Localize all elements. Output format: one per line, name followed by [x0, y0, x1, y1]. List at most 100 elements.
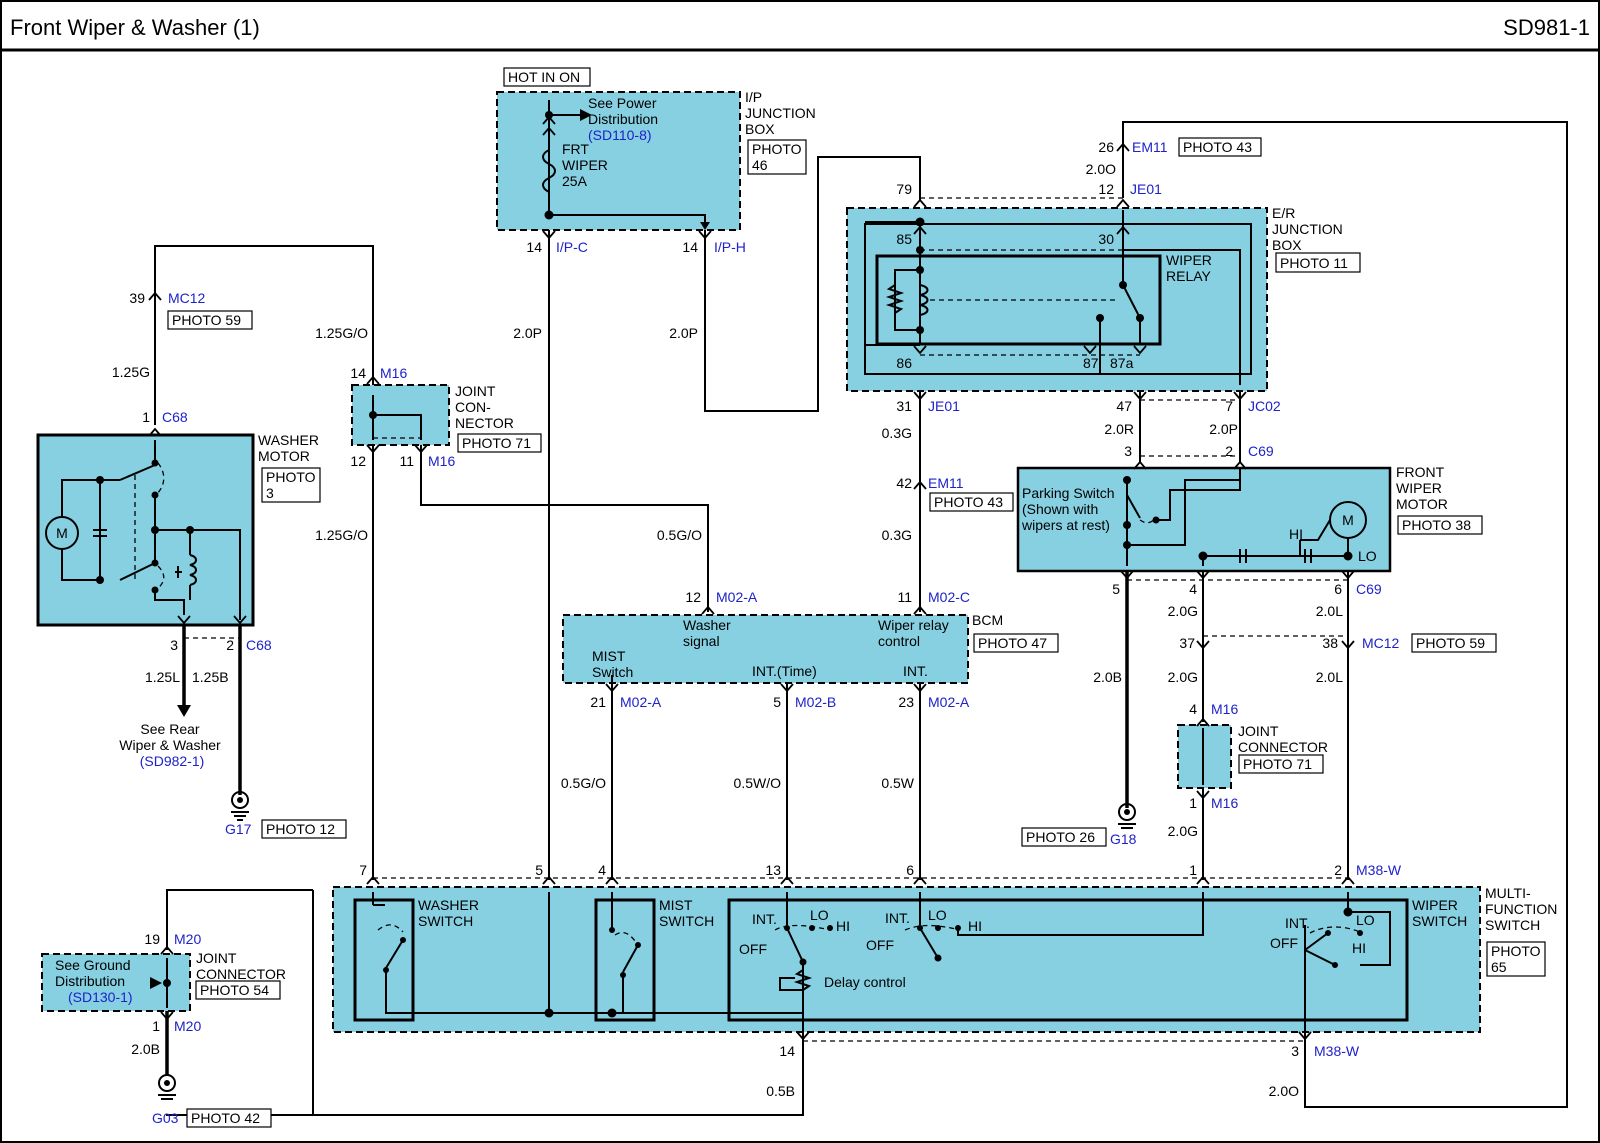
fwm-pin-37: 37 — [1179, 635, 1195, 651]
gj-see-3: (SD130-1) — [68, 989, 133, 1005]
er-wire-2p: 2.0P — [1209, 421, 1238, 437]
wiper-relay — [875, 254, 1162, 346]
wm-name-1: WASHER — [258, 432, 319, 448]
ip-see-power-ref: (SD110-8) — [588, 127, 652, 143]
bcm-m02a-c: M02-A — [928, 694, 970, 710]
gj-see-2: Distribution — [55, 973, 125, 989]
mfs-pin-14: 14 — [779, 1043, 795, 1059]
ground-g17: G17 — [225, 821, 252, 837]
page-title: Front Wiper & Washer (1) — [10, 15, 260, 40]
wm-c68: C68 — [162, 409, 188, 425]
wire-2p-b: 2.0P — [669, 325, 698, 341]
wm-c68-b: C68 — [246, 637, 272, 653]
gj-pin-19: 19 — [144, 931, 160, 947]
wm-pin-3: 3 — [170, 637, 178, 653]
jm16b-m16-b: M16 — [1211, 795, 1238, 811]
er-je01-b: JE01 — [928, 398, 960, 414]
er-pin-12: 12 — [1098, 181, 1114, 197]
wm-photo-1: PHOTO — [266, 469, 316, 485]
wiper-switch-1: WIPER — [1412, 897, 1458, 913]
photo-42: PHOTO 42 — [191, 1110, 260, 1126]
mist-switch-1: MIST — [659, 897, 693, 913]
mfs-pin-3: 3 — [1291, 1043, 1299, 1059]
bcm-washer-signal-2: signal — [683, 633, 720, 649]
fwm-lo: LO — [1358, 548, 1377, 564]
ip-see-power-1: See Power — [588, 95, 657, 111]
fwm-wire-2b: 2.0B — [1093, 669, 1122, 685]
er-je01: JE01 — [1130, 181, 1162, 197]
wm-wire-125g: 1.25G — [112, 364, 150, 380]
er-photo-43: PHOTO 43 — [1183, 139, 1252, 155]
wm-photo-2: 3 — [266, 485, 274, 501]
relay-name-2: RELAY — [1166, 268, 1212, 284]
wire-125go-b: 1.25G/O — [315, 527, 368, 543]
gj-pin-1: 1 — [152, 1018, 160, 1034]
ws1-lo: LO — [810, 907, 829, 923]
bcm-m02a-b: M02-A — [620, 694, 662, 710]
bcm-pin-12: 12 — [685, 589, 701, 605]
mfs-pin-7: 7 — [359, 862, 367, 878]
fwm-wire-2g: 2.0G — [1168, 603, 1198, 619]
washer-switch-2: SWITCH — [418, 913, 473, 929]
wire-2p-a: 2.0P — [513, 325, 542, 341]
mfs-pin-4: 4 — [598, 862, 606, 878]
bcm-washer-signal-1: Washer — [683, 617, 731, 633]
ws3-hi: HI — [1352, 940, 1366, 956]
ip-pin-14b: 14 — [682, 239, 698, 255]
multifunction-switch-box — [332, 886, 1481, 1033]
washer-switch-1: WASHER — [418, 897, 479, 913]
bcm-box — [562, 614, 969, 684]
wiper-switch-2: SWITCH — [1412, 913, 1467, 929]
ws1-int: INT. — [752, 911, 777, 927]
jm16-m16-b: M16 — [428, 453, 455, 469]
jm16-pin-12: 12 — [350, 453, 366, 469]
relay-pin-87: 87 — [1083, 355, 1099, 371]
ip-box-photo-2: 46 — [752, 157, 768, 173]
mfs-name-3: SWITCH — [1485, 917, 1540, 933]
fwm-mc12: MC12 — [1362, 635, 1400, 651]
ip-box-name-3: BOX — [745, 121, 775, 137]
fwm-pin-6: 6 — [1334, 581, 1342, 597]
jm16b-wire-2g: 2.0G — [1168, 823, 1198, 839]
washer-motor-m-label: M — [56, 525, 68, 541]
mfs-pin-6: 6 — [906, 862, 914, 878]
bcm-wiper-relay-1: Wiper relay — [878, 617, 949, 633]
joint-connector-m16b — [1177, 724, 1232, 789]
wire-03g-b: 0.3G — [882, 527, 912, 543]
ip-pin-14a: 14 — [526, 239, 542, 255]
ws2-lo: LO — [928, 907, 947, 923]
ws2-off: OFF — [866, 937, 894, 953]
wire-05wo: 0.5W/O — [734, 775, 782, 791]
bcm-pin-5: 5 — [773, 694, 781, 710]
jm16b-name-2: CONNECTOR — [1238, 739, 1328, 755]
fwm-wire-2l-b: 2.0L — [1316, 669, 1343, 685]
gj-m20: M20 — [174, 931, 201, 947]
fwm-photo-59: PHOTO 59 — [1416, 635, 1485, 651]
er-box-name-3: BOX — [1272, 237, 1302, 253]
jm16b-m16: M16 — [1211, 701, 1238, 717]
er-pin-47: 47 — [1116, 398, 1132, 414]
mfs-photo-1: PHOTO — [1491, 943, 1541, 959]
jm16b-name-1: JOINT — [1238, 723, 1279, 739]
relay-pin-86: 86 — [896, 355, 912, 371]
fwm-pin-4: 4 — [1189, 581, 1197, 597]
ip-see-power-2: Distribution — [588, 111, 658, 127]
ws2-hi: HI — [968, 918, 982, 934]
ws3-lo: LO — [1356, 912, 1375, 928]
relay-name-1: WIPER — [1166, 252, 1212, 268]
jm16-pin-11: 11 — [399, 453, 414, 469]
fwm-hi: HI — [1289, 526, 1303, 542]
em11-b: EM11 — [928, 475, 964, 491]
jm16-photo: PHOTO 71 — [462, 435, 531, 451]
mfs-m38w: M38-W — [1356, 862, 1402, 878]
er-wire-2r: 2.0R — [1104, 421, 1134, 437]
gj-see-1: See Ground — [55, 957, 131, 973]
fwm-name-3: MOTOR — [1396, 496, 1448, 512]
bcm-m02c: M02-C — [928, 589, 970, 605]
wiper-switch — [727, 898, 1409, 1022]
wm-pin-39: 39 — [129, 290, 145, 306]
bcm-pin-23: 23 — [898, 694, 914, 710]
ws3-int: INT. — [1285, 915, 1310, 931]
jm16b-pin-4: 4 — [1189, 701, 1197, 717]
jm16b-pin-1: 1 — [1189, 795, 1197, 811]
